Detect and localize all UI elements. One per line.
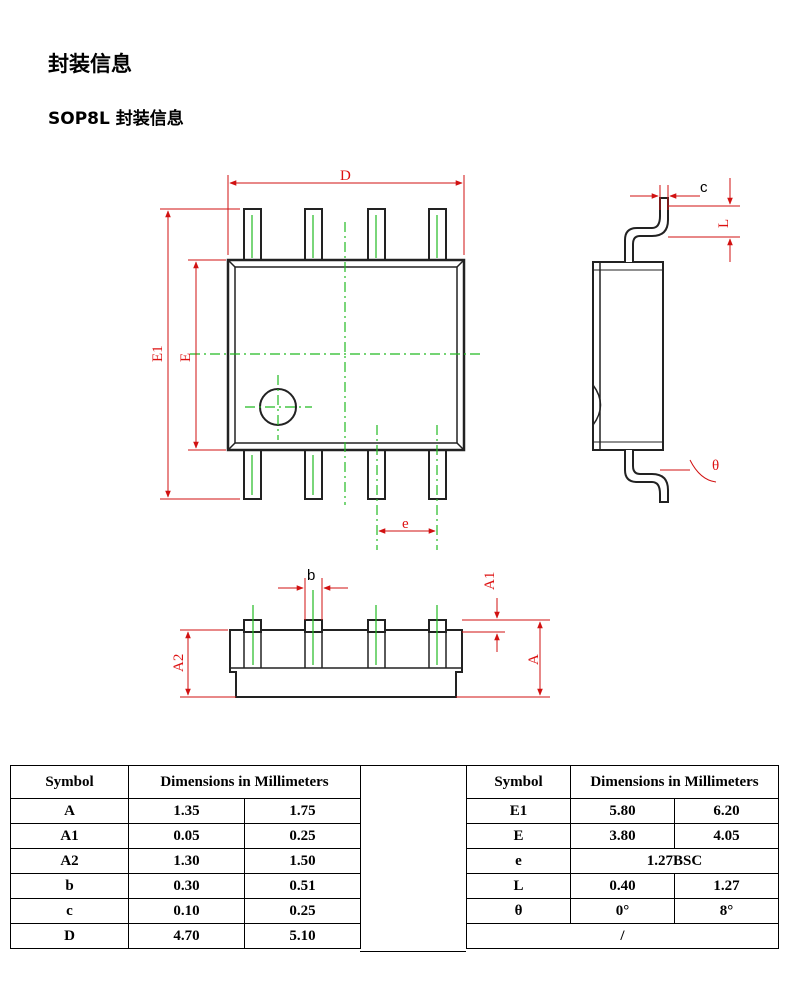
front-body — [229, 629, 463, 698]
page-title: 封装信息 — [48, 52, 132, 76]
label-e: e — [402, 516, 409, 532]
page-subtitle: SOP8L 封装信息 — [48, 109, 184, 129]
header-symbol: Symbol — [10, 765, 129, 799]
label-E: E — [178, 353, 194, 362]
header-symbol: Symbol — [466, 765, 571, 799]
label-E1: E1 — [150, 345, 166, 362]
package-drawing: D E1 E e c L θ — [150, 168, 740, 698]
top-body-inner — [234, 266, 458, 444]
side-lead-top — [624, 197, 669, 262]
table-row: / — [466, 923, 779, 949]
side-view-right: c L θ — [592, 178, 740, 503]
top-view: D E1 E e — [150, 168, 480, 550]
table-footer-cell: / — [466, 923, 779, 949]
label-A2: A2 — [171, 654, 187, 672]
side-lead-bottom — [624, 450, 669, 503]
front-view: b A1 A2 A — [171, 567, 550, 698]
label-c: c — [700, 179, 708, 196]
label-b: b — [307, 567, 315, 584]
label-A: A — [526, 654, 542, 665]
table-gap — [360, 765, 466, 952]
header-dimensions: Dimensions in Millimeters — [128, 765, 361, 799]
label-D: D — [340, 168, 351, 184]
top-body-outer — [226, 258, 466, 452]
label-theta: θ — [712, 458, 719, 474]
label-A1: A1 — [482, 572, 498, 590]
side-body — [592, 261, 664, 451]
label-L: L — [716, 219, 732, 228]
header-dimensions: Dimensions in Millimeters — [570, 765, 779, 799]
